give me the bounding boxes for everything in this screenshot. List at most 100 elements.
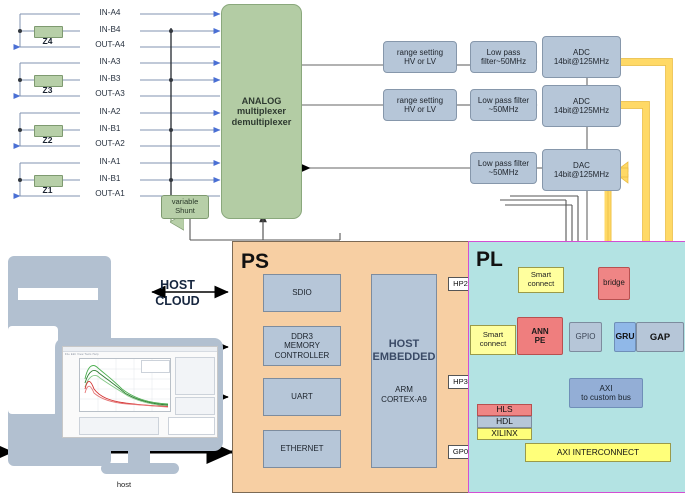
wire-label-in-a1: IN-A1 [80,156,140,167]
mux-label-line1: ANALOG [241,95,282,106]
range2-line1: range setting [396,95,444,105]
pl-title: PL [476,248,503,271]
legend-label-hls: HLS [496,404,513,415]
adc-block-1[interactable]: ADC 14bit@125MHz [542,36,621,78]
wire-label-in-a3: IN-A3 [80,56,140,67]
adc1-line1: ADC [573,47,590,57]
mux-label-line3: demultiplexer [231,116,292,127]
low-pass-filter-block-3[interactable]: Low pass filter ~50MHz [470,152,537,184]
wire-label-in-b2: IN-B1 [80,123,140,134]
impedance-label-z2: Z2 [42,135,53,146]
wire-label-out-a2: OUT-A2 [80,138,140,149]
gru-block[interactable]: GRU [614,322,636,352]
impedance-z2 [34,125,63,137]
gru-label: GRU [615,331,635,342]
ann-pe-block[interactable]: ANN PE [517,317,563,355]
wire-label-out-a3: OUT-A3 [80,88,140,99]
lpf3-line2: ~50MHz [488,168,519,177]
lpf1-line2: filter~50MHz [480,57,527,66]
host-cloud-line1: HOST [160,278,195,292]
ps-module-label-ethernet: ETHERNET [280,444,324,454]
gpio-label: GPIO [575,332,596,342]
axi-to-custom-bus-block[interactable]: AXI to custom bus [569,378,643,408]
wire-label-out-a1: OUT-A1 [80,188,140,199]
shunt-label-line2: Shunt [175,206,195,215]
ps-module-ethernet[interactable]: ETHERNET [263,430,341,468]
host-embedded-line1: HOST [388,338,420,351]
wire-label-out-a4: OUT-A4 [80,39,140,50]
impedance-label-z3: Z3 [42,85,53,96]
dac-line1: DAC [573,160,590,170]
impedance-z1 [34,175,63,187]
ann-line1: ANN [531,326,549,336]
legend-item-xilinx: XILINX [477,428,532,440]
axi-custom-line2: to custom bus [581,393,631,402]
legend-item-hls: HLS [477,404,532,416]
lpf1-line1: Low pass [486,47,521,57]
range-setting-block-2[interactable]: range setting HV or LV [383,89,457,121]
wire-label-in-b1: IN-B1 [80,173,140,184]
smart-connect-1-line2: connect [527,279,555,288]
range1-line1: range setting [396,47,444,57]
dac-line2: 14bit@125MHz [553,170,610,179]
adc-block-2[interactable]: ADC 14bit@125MHz [542,85,621,127]
ps-module-label-uart: UART [291,392,313,402]
axi-interconnect-label: AXI INTERCONNECT [556,446,640,457]
analog-multiplexer-block[interactable]: ANALOG multiplexer demultiplexer [221,4,302,219]
smart-connect-1-line1: Smart [530,270,552,280]
ps-module-ddr3[interactable]: DDR3 MEMORY CONTROLLER [263,326,341,366]
plot-area [79,358,171,412]
lpf2-line2: ~50MHz [488,105,519,114]
impedance-label-z1: Z1 [42,185,53,196]
host-embedded-sub2: CORTEX-A9 [381,394,427,404]
port-hp3[interactable]: HP3 [448,375,473,389]
host-cloud-line2: CLOUD [155,293,200,308]
wire-label-in-a2: IN-A2 [80,106,140,117]
legend-label-hdl: HDL [496,416,513,427]
gap-label: GAP [649,330,671,342]
port-label-hp2: HP2 [453,278,468,288]
plot-legend-panel [141,360,170,373]
pc-tower-slot [18,288,98,300]
axi-interconnect-block[interactable]: AXI INTERCONNECT [525,443,671,462]
smart-connect-2-line1: Smart [482,330,504,340]
wire-label-in-b3: IN-B3 [80,73,140,84]
host-embedded-block[interactable]: HOST EMBEDDED ARM CORTEX-A9 [371,274,437,468]
gap-block[interactable]: GAP [636,322,684,352]
settings-panel-top [175,357,215,395]
low-pass-filter-block-1[interactable]: Low pass filter~50MHz [470,41,537,73]
range2-line2: HV or LV [404,105,436,114]
ps-module-uart[interactable]: UART [263,378,341,416]
toolbar-panel [79,417,159,435]
range1-line2: HV or LV [404,57,436,66]
adc1-line2: 14bit@125MHz [553,57,610,66]
smart-connect-2-line2: connect [479,339,507,348]
bridge-label: bridge [603,278,625,288]
ps-module-label-ddr3: DDR3 MEMORY CONTROLLER [274,332,330,360]
plot-svg [80,359,170,411]
gpio-block[interactable]: GPIO [569,322,602,352]
host-cloud-label: HOST CLOUD [140,278,215,309]
adc2-line1: ADC [573,96,590,106]
impedance-z3 [34,75,63,87]
ps-module-sdio[interactable]: SDIO [263,274,341,312]
impedance-z4 [34,26,63,38]
impedance-label-z4: Z4 [42,36,53,47]
app-menubar: File Edit View Tools Help [65,353,99,356]
host-embedded-sub1: ARM [395,385,413,395]
dac-block[interactable]: DAC 14bit@125MHz [542,149,621,191]
smart-connect-block-1[interactable]: Smart connect [518,267,564,293]
bridge-block[interactable]: bridge [598,267,630,300]
monitor-screen: File Edit View Tools Help [62,346,218,438]
settings-panel-mid [175,397,215,415]
smart-connect-block-2[interactable]: Smart connect [470,325,516,355]
low-pass-filter-block-2[interactable]: Low pass filter ~50MHz [470,89,537,121]
range-setting-block-1[interactable]: range setting HV or LV [383,41,457,73]
host-embedded-line2: EMBEDDED [372,350,436,363]
variable-shunt-block[interactable]: variable Shunt [161,195,209,219]
lpf2-line1: Low pass filter [477,95,530,105]
ps-title: PS [241,250,270,273]
pc-tower-cutout2 [8,330,50,410]
monitor-base [101,463,179,474]
